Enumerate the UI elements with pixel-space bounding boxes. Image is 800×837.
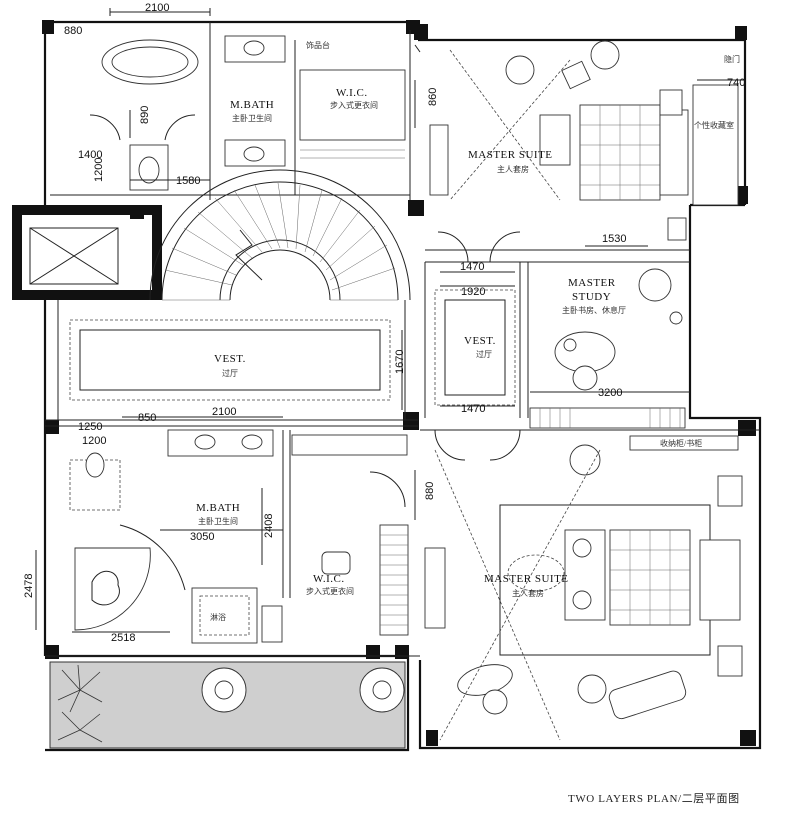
dim-740: 740 [727, 77, 745, 89]
dim-3200: 3200 [598, 387, 622, 399]
partitions [45, 22, 760, 657]
dim-1470-top: 1470 [460, 261, 484, 273]
vest-left-rug [69, 319, 391, 401]
dim-2518: 2518 [111, 632, 135, 644]
dim-2408: 2408 [263, 514, 275, 538]
study-furniture [529, 268, 686, 429]
wic-upper-cn: 步入式更衣间 [330, 100, 378, 110]
dim-1920: 1920 [461, 286, 485, 298]
vest-left-cn: 过厅 [222, 368, 238, 378]
dim-880-top: 880 [64, 25, 82, 37]
upper-bath-fixtures [89, 35, 421, 191]
master-study-label-1: MASTER [568, 277, 616, 289]
dim-2100-mid: 2100 [212, 406, 236, 418]
dim-1530: 1530 [602, 233, 626, 245]
curved-staircase [149, 169, 411, 301]
mbath-upper-cn: 主卧卫生间 [232, 113, 272, 123]
decor-shelf-label: 饰品台 [306, 40, 330, 50]
dim-1250: 1250 [78, 421, 102, 433]
upper-suite-furniture [429, 40, 739, 263]
dim-1580: 1580 [176, 175, 200, 187]
shower-label: 淋浴 [210, 612, 226, 622]
small-labels: 饰品台 隐门 个性收藏室 收纳柜/书柜 淋浴 [210, 40, 740, 622]
dim-850: 850 [138, 412, 156, 424]
elevator-shaft [29, 227, 119, 285]
wic-lower-label: W.I.C. [313, 573, 345, 585]
hidden-door-label: 隐门 [724, 54, 740, 64]
dim-2100-top: 2100 [145, 2, 169, 14]
vest-center-rug [434, 289, 516, 406]
dimension-lines [35, 8, 745, 633]
wic-upper-label: W.I.C. [336, 87, 368, 99]
dim-1670: 1670 [394, 350, 406, 374]
room-labels: M.BATH 主卧卫生间 W.I.C. 步入式更衣间 MASTER SUITE … [196, 87, 626, 598]
lower-suite-furniture [424, 429, 743, 741]
dim-2478: 2478 [23, 574, 35, 598]
vest-center-label: VEST. [464, 335, 496, 347]
vest-left-label: VEST. [214, 353, 246, 365]
mbath-lower-cn: 主卧卫生间 [198, 516, 238, 526]
wic-lower-cn: 步入式更衣间 [306, 586, 354, 596]
dim-890: 890 [139, 106, 151, 124]
lower-wic-furniture [291, 434, 409, 636]
dim-1200-lower: 1200 [82, 435, 106, 447]
dim-1400: 1400 [78, 149, 102, 161]
storage-cabinet-label: 收纳柜/书柜 [660, 438, 702, 448]
master-study-label-2: STUDY [572, 291, 611, 303]
master-study-cn: 主卧书房、休息厅 [562, 305, 626, 315]
master-suite-lower-cn: 主人套房 [512, 588, 544, 598]
dim-880-mid: 880 [424, 482, 436, 500]
collection-room-label: 个性收藏室 [694, 120, 734, 130]
plan-caption: TWO LAYERS PLAN/二层平面图 [568, 793, 740, 805]
terrace [49, 661, 406, 749]
dim-1470-bottom: 1470 [461, 403, 485, 415]
lower-bath-fixtures [69, 429, 283, 644]
dimension-text: 2100 880 890 860 740 1400 1200 1580 1530… [23, 2, 745, 644]
vest-center-cn: 过厅 [476, 349, 492, 359]
master-suite-lower-label: MASTER SUITE [484, 573, 569, 585]
dim-3050: 3050 [190, 531, 214, 543]
mbath-upper-label: M.BATH [230, 99, 274, 111]
mbath-lower-label: M.BATH [196, 502, 240, 514]
walls [12, 20, 762, 752]
dim-1200-upper: 1200 [93, 158, 105, 182]
master-suite-upper-label: MASTER SUITE [468, 149, 553, 161]
dim-860: 860 [427, 88, 439, 106]
master-suite-upper-cn: 主人套房 [497, 164, 529, 174]
